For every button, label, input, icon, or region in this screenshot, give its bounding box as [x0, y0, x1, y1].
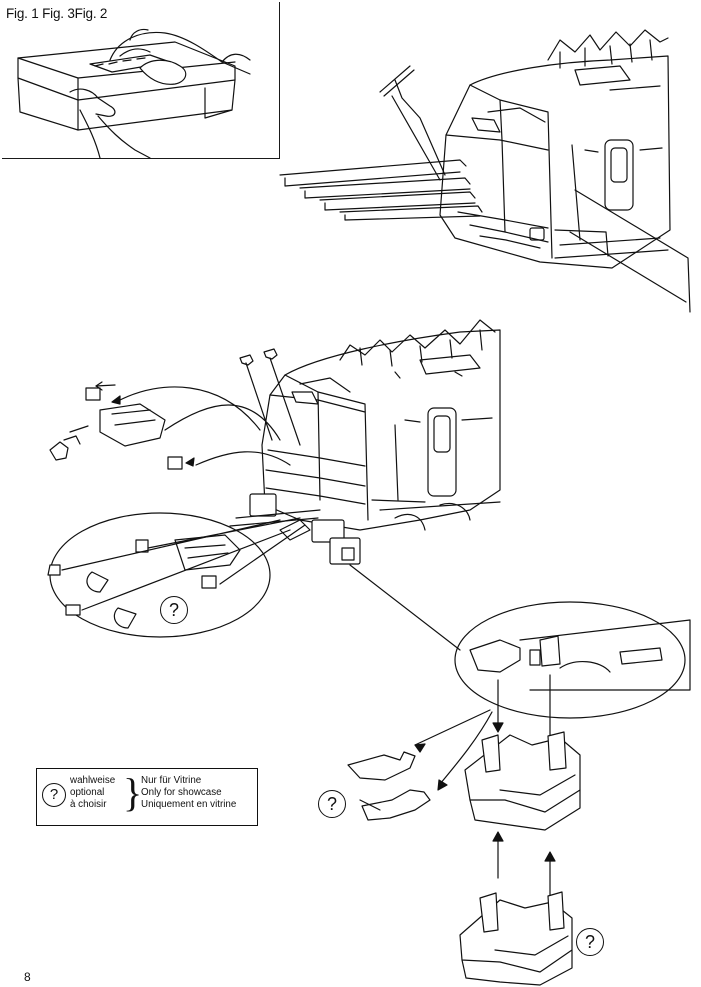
- legend-option-fr: à choisir: [70, 799, 107, 810]
- legend-option-de: wahlweise: [70, 775, 116, 786]
- legend-desc-de: Nur für Vitrine: [141, 775, 202, 786]
- question-mark-icon: ?: [160, 596, 188, 624]
- page-number: 8: [24, 970, 31, 984]
- figure-1-frame: [2, 2, 280, 159]
- legend-descriptions: Nur für Vitrine Only for showcase Unique…: [141, 775, 236, 811]
- legend-options: wahlweise optional à choisir: [70, 775, 115, 811]
- locomotive-bottom-illustration: [47, 319, 691, 986]
- question-mark-icon: ?: [318, 790, 346, 818]
- question-mark-icon: ?: [576, 928, 604, 956]
- brace-icon: }: [123, 770, 143, 815]
- legend-desc-fr: Uniquement en vitrine: [141, 799, 237, 810]
- packaging-box-illustration: [17, 28, 251, 159]
- legend-box: ? wahlweise optional à choisir } Nur für…: [36, 768, 258, 826]
- locomotive-top-illustration: [279, 29, 691, 313]
- legend-desc-en: Only for showcase: [141, 787, 222, 798]
- question-mark-icon: ?: [42, 783, 66, 807]
- legend-option-en: optional: [70, 787, 105, 798]
- figure-caption: Fig. 1 Fig. 3Fig. 2: [6, 6, 108, 21]
